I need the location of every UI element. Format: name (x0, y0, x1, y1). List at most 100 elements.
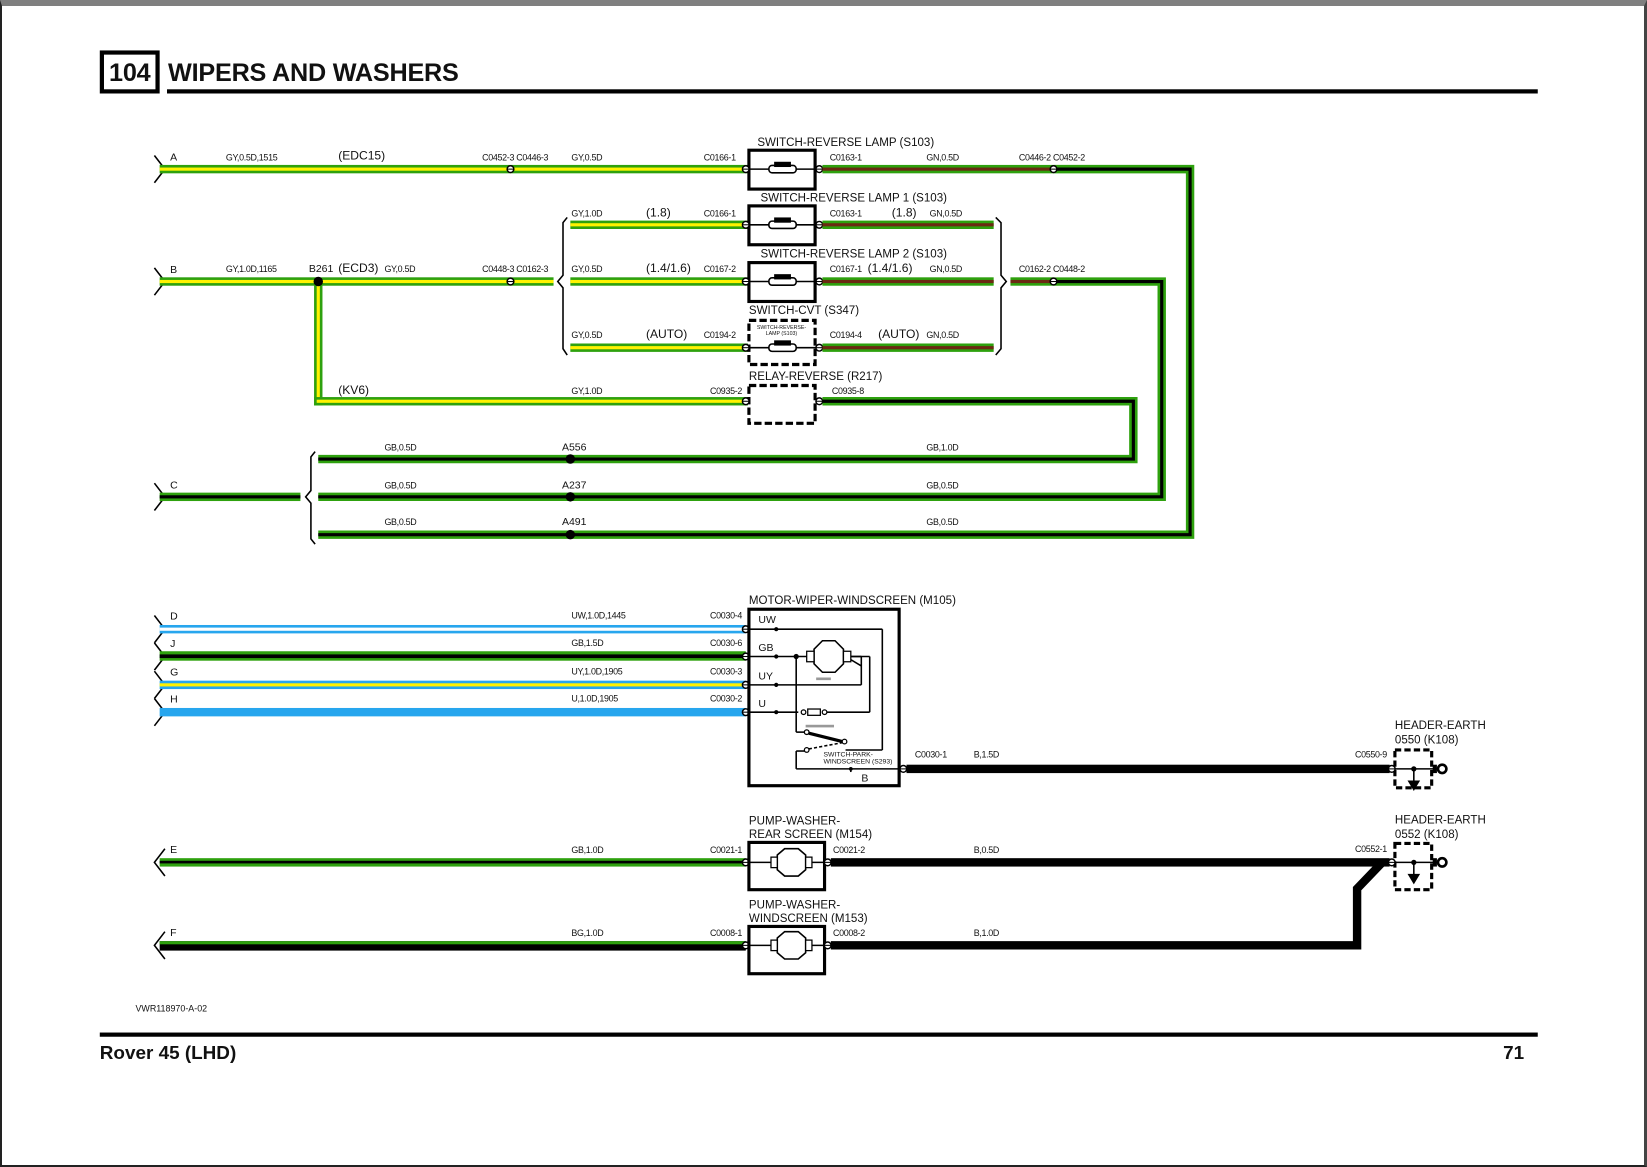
wire-label: GB,1.0D (926, 443, 958, 453)
wire-label: GN,0.5D (926, 153, 958, 163)
wire-label: GB,1.5D (571, 638, 603, 648)
header-rule (167, 89, 1538, 94)
circuit-F: F BG,1.0D C0008-1 (153, 927, 750, 960)
pin-icon (741, 165, 750, 174)
pin-label: C0008-2 (833, 928, 865, 938)
switch-cvt: GY,0.5D (AUTO) C0194-2 SWITCH-CVT (S347)… (570, 305, 994, 367)
inner-label: SWITCH-REVERSE- (757, 325, 807, 331)
wire-label: GY,0.5D (571, 264, 602, 274)
inline-connector-icon (506, 277, 515, 286)
splice-label: A556 (562, 442, 587, 454)
wire-label: UY,1.0D,1905 (571, 666, 622, 676)
wire-label: B,0.5D (974, 845, 999, 855)
pin-label: C0194-4 (830, 330, 862, 340)
connector-label: C0448-3 C0162-3 (482, 264, 548, 274)
vehicle-model: Rover 45 (LHD) (100, 1043, 236, 1064)
variant-label: (1.4/1.6) (646, 261, 691, 275)
variant-label: (AUTO) (646, 327, 687, 341)
bracket (304, 451, 316, 545)
footer-rule (99, 1032, 1538, 1037)
pin-label: C0194-2 (704, 330, 736, 340)
splice-dot-icon (565, 492, 576, 502)
variant-label: (ECD3) (338, 261, 378, 275)
splice-dot-icon (565, 454, 576, 464)
wire-label: BG,1.0D (571, 928, 603, 938)
variant-label: (EDC15) (338, 149, 385, 163)
splice-label: B261 (309, 263, 334, 275)
pin-label: C0935-2 (710, 386, 742, 396)
pin-label: C0166-1 (704, 208, 736, 218)
page-footer: VWR118970-A-02 Rover 45 (LHD) 71 (99, 1004, 1538, 1064)
connection-letter: H (170, 694, 178, 706)
wire-label: GB,0.5D (926, 517, 958, 527)
pin-label: C0167-2 (704, 264, 736, 274)
switch-reverse-lamp-1: GY,1.0D (1.8) C0166-1 SWITCH-REVERSE LAM… (570, 193, 994, 247)
connection-letter: G (170, 666, 178, 678)
terminal-label: U (758, 698, 766, 710)
pin-label: C0030-1 (915, 749, 947, 759)
motor-wiper-windscreen: MOTOR-WIPER-WINDSCREEN (M105) UW GB UY U (747, 595, 956, 788)
pin-label: C0030-3 (710, 666, 742, 676)
wire (830, 858, 1390, 867)
wire (318, 397, 1138, 464)
component-name: HEADER-EARTH (1395, 815, 1486, 827)
wire-label: GB,1.0D (571, 845, 603, 855)
pin-label: C0021-2 (833, 845, 865, 855)
park-switch-label: SWITCH-PARK- (824, 751, 873, 758)
park-switch-icon (803, 729, 848, 753)
wire-tracer (159, 167, 748, 171)
wire-label: GY,0.5D (384, 264, 415, 274)
bracket (556, 216, 568, 356)
wire-label: GB,0.5D (384, 517, 416, 527)
component-name: SWITCH-CVT (S347) (749, 305, 859, 317)
connection-letter: B (170, 264, 177, 276)
earth-stud-icon (1436, 763, 1448, 775)
terminal-label: GB (758, 642, 773, 654)
pin-label: C0552-1 (1355, 844, 1387, 854)
component-name: PUMP-WASHER- (749, 900, 840, 912)
component-name: SWITCH-REVERSE LAMP 2 (S103) (760, 248, 947, 260)
circuit-D: D UW,1.0D,1445 C0030-4 (153, 611, 750, 644)
wire-label: GN,0.5D (930, 264, 962, 274)
wire-label: GY,0.5D (571, 153, 602, 163)
motor-icon (770, 847, 813, 877)
splice-dot-icon (565, 529, 576, 540)
circuit-A: A GY,0.5D,1515 (EDC15) C0452-3 C0446-3 G… (153, 149, 748, 184)
earth-arrow-icon (1407, 780, 1421, 791)
circuit-E: E GB,1.0D C0021-1 (153, 844, 750, 877)
component-name: PUMP-WASHER- (749, 816, 840, 828)
relay-reverse: (KV6) GY,1.0D C0935-2 RELAY-REVERSE (R21… (338, 371, 883, 425)
circuit-B: B GY,1.0D,1165 B261 (ECD3) GY,0.5D C0448… (153, 261, 748, 406)
wire-label: GB,0.5D (384, 480, 416, 490)
drawing-reference: VWR118970-A-02 (135, 1004, 207, 1014)
motor-icon (806, 639, 852, 674)
wire-label: GB,0.5D (384, 443, 416, 453)
page-header: 104 WIPERS AND WASHERS (99, 50, 1538, 94)
variant-label: (1.8) (892, 205, 917, 219)
wire (830, 859, 1386, 950)
pin-label: C0166-1 (704, 153, 736, 163)
terminal-label: UW (758, 614, 776, 626)
wire-label: GY,0.5D,1515 (226, 153, 278, 163)
pin-label: C0030-2 (710, 694, 742, 704)
splice-label: A491 (562, 516, 587, 528)
connection-letter: E (170, 844, 177, 856)
page-title: WIPERS AND WASHERS (168, 59, 459, 87)
terminal-label: UY (758, 671, 773, 683)
pin-label: C0030-4 (710, 611, 742, 621)
wire-label: GY,1.0D,1165 (226, 264, 277, 274)
switch-reverse-lamp-2: GY,0.5D (1.4/1.6) C0167-2 SWITCH-REVERSE… (570, 248, 994, 304)
wire (906, 764, 1390, 774)
splice-dot-icon (313, 276, 323, 287)
terminal-label: B (861, 772, 868, 784)
component-name: REAR SCREEN (M154) (749, 829, 872, 841)
header-earth-0550: HEADER-EARTH 0550 (K108) C0550-9 (1355, 720, 1486, 791)
pin-label: C0550-9 (1355, 749, 1387, 759)
pin-label: C0163-1 (830, 153, 862, 163)
circuit-H: H U,1.0D,1905 C0030-2 (153, 694, 750, 727)
variant-label: (1.4/1.6) (868, 261, 913, 275)
component-name: WINDSCREEN (M153) (749, 913, 868, 925)
inline-connector-icon (1049, 165, 1058, 174)
motor-icon (770, 930, 813, 960)
inline-connector-icon (506, 165, 515, 174)
